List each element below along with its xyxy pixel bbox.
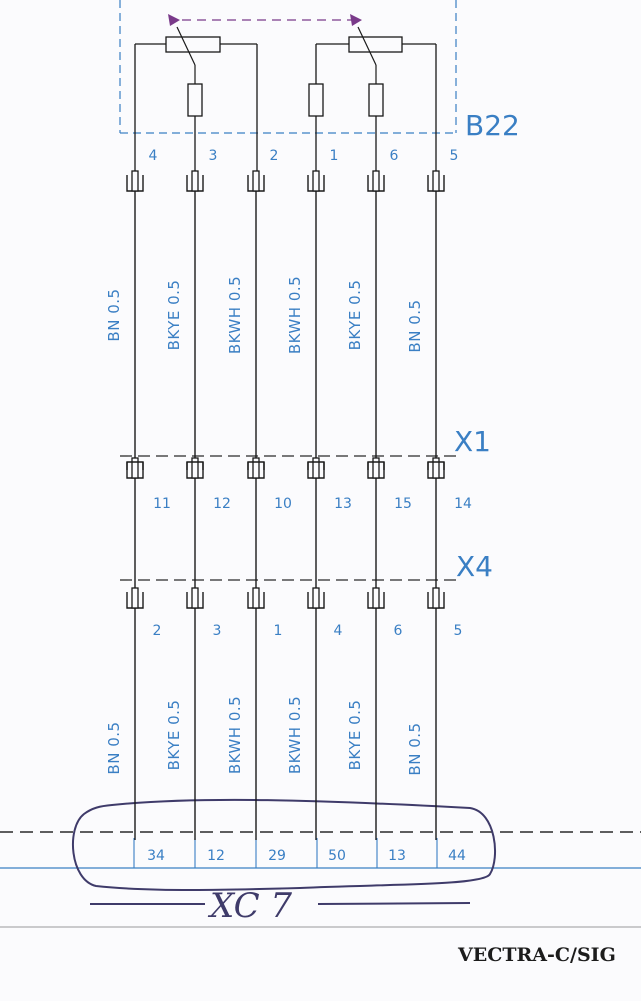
b22-terminal-pin [372, 170, 380, 192]
wire-color-label-lower: BKWH 0.5 [226, 696, 244, 774]
xc7-pin-number: 29 [268, 848, 286, 864]
wire-1: 4 11 2 34 BN 0.5 BN 0.5 [105, 148, 171, 864]
b22-pin-number: 1 [330, 148, 339, 164]
wire-color-label-upper: BKYE 0.5 [346, 280, 364, 351]
x1-terminal-lower [247, 457, 265, 479]
b22-component: B22 [119, 0, 520, 185]
x1-pin-number: 11 [153, 496, 171, 512]
x1-pin-number: 10 [274, 496, 292, 512]
b22-pin-number: 4 [149, 148, 158, 164]
b22-terminal [427, 170, 445, 192]
b22-terminal [126, 170, 144, 192]
x4-terminal-pin [432, 587, 440, 609]
x4-terminal [126, 587, 144, 609]
b22-terminal-pin [191, 170, 199, 192]
x4-pin-number: 5 [454, 623, 463, 639]
x1-terminal-lower [186, 457, 204, 479]
left-potentiometer [134, 14, 258, 185]
b22-terminal [367, 170, 385, 192]
x1-label: X1 [454, 425, 491, 458]
x4-terminal-pin [312, 587, 320, 609]
right-potentiometer [308, 14, 437, 185]
wire-color-label-upper: BN 0.5 [406, 299, 424, 352]
wire-color-label-lower: BKYE 0.5 [346, 700, 364, 771]
xc7-handdrawn-loop [72, 798, 497, 891]
x1-terminal-upper [186, 461, 204, 470]
wire-color-label-upper: BN 0.5 [105, 288, 123, 341]
x4-label: X4 [456, 550, 493, 583]
xc7-hand-stroke-right [317, 902, 471, 905]
x1-terminal-lower-pin [432, 457, 440, 479]
x1-terminal-lower-pin [372, 457, 380, 479]
b22-label: B22 [465, 109, 520, 142]
x4-pin-number: 2 [153, 623, 162, 639]
x4-terminal [307, 587, 325, 609]
x1-terminal-upper [427, 461, 445, 470]
x4-pin-number: 3 [213, 623, 222, 639]
x4-terminal [247, 587, 265, 609]
xc7-pin-number: 34 [147, 848, 165, 864]
x1-terminal-lower-pin [252, 457, 260, 479]
b22-pin-number: 2 [270, 148, 279, 164]
xc7-pin-number: 44 [448, 848, 466, 864]
x1-pin-number: 12 [213, 496, 231, 512]
b22-terminal [186, 170, 204, 192]
x4-pin-number: 4 [334, 623, 343, 639]
x4-pin-number: 6 [394, 623, 403, 639]
b22-terminal-pin [131, 170, 139, 192]
b22-pin-number: 6 [390, 148, 399, 164]
wire-color-label-lower: BN 0.5 [105, 721, 123, 774]
wire-color-label-lower: BKYE 0.5 [165, 700, 183, 771]
x4-terminal-pin [131, 587, 139, 609]
xc7-pin-number: 12 [207, 848, 225, 864]
x4-pin-number: 1 [274, 623, 283, 639]
wire-color-label-upper: BKWH 0.5 [226, 276, 244, 354]
x1-pin-number: 13 [334, 496, 352, 512]
b22-terminal [307, 170, 325, 192]
wire-color-label-lower: BKWH 0.5 [286, 696, 304, 774]
x1-terminal-lower-pin [312, 457, 320, 479]
x1-terminal-upper [307, 461, 325, 470]
x1-terminal-lower [307, 457, 325, 479]
xc7-label: XC 7 [207, 886, 292, 926]
wire-color-label-lower: BN 0.5 [406, 722, 424, 775]
x1-terminal-upper [367, 461, 385, 470]
wire-color-label-upper: BKWH 0.5 [286, 276, 304, 354]
x1-terminal-lower [427, 457, 445, 479]
x1-pin-number: 14 [454, 496, 472, 512]
xc7-pin-number: 50 [328, 848, 346, 864]
x1-terminal-lower-pin [191, 457, 199, 479]
xc7-pin-number: 13 [388, 848, 406, 864]
b22-terminal [247, 170, 265, 192]
x1-terminal-upper [247, 461, 265, 470]
x1-terminal-lower-pin [131, 457, 139, 479]
wire-6: 5 14 5 44 BN 0.5 BN 0.5 [406, 148, 472, 864]
b22-terminal-pin [252, 170, 260, 192]
b22-terminal-pin [312, 170, 320, 192]
b22-terminal-pin [432, 170, 440, 192]
x1-pin-number: 15 [394, 496, 412, 512]
x4-terminal [186, 587, 204, 609]
x4-terminal-pin [191, 587, 199, 609]
wire-color-label-upper: BKYE 0.5 [165, 280, 183, 351]
x4-terminal [427, 587, 445, 609]
x4-terminal [367, 587, 385, 609]
b22-pin-number: 3 [209, 148, 218, 164]
x1-terminal-lower [367, 457, 385, 479]
footer-title: VECTRA-C/SIG [458, 944, 616, 966]
x4-terminal-pin [372, 587, 380, 609]
x1-terminal-lower [126, 457, 144, 479]
b22-pin-number: 5 [450, 148, 459, 164]
x1-terminal-upper [126, 461, 144, 470]
x4-terminal-pin [252, 587, 260, 609]
